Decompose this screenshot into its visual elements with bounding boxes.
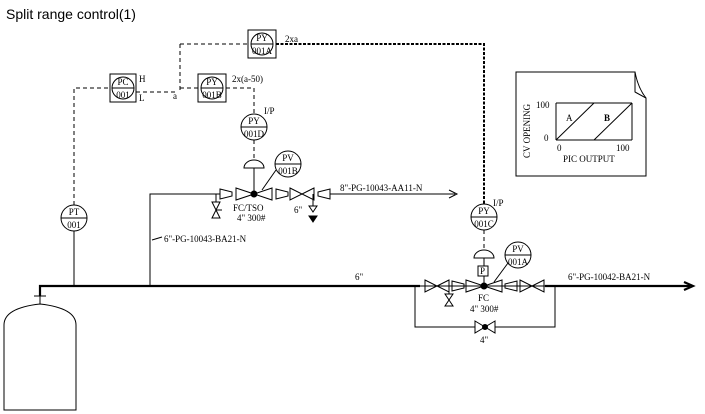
svg-text:001C: 001C [474, 219, 494, 229]
upper-valve-rating-label: 4" 300# [237, 213, 266, 223]
pt-to-pc-signal [73, 87, 110, 205]
signal-a-label: a [173, 91, 177, 101]
upper-downstream-reducer [275, 188, 289, 200]
ip-d-label: I/P [264, 106, 275, 116]
pc-low-label: L [139, 93, 145, 103]
svg-text:PY: PY [478, 206, 490, 216]
svg-text:P: P [480, 266, 485, 276]
svg-text:PT: PT [69, 207, 80, 217]
svg-text:PY: PY [248, 116, 260, 126]
inset-series-a: A [566, 113, 573, 123]
svg-text:PV: PV [282, 153, 294, 163]
branch-line-label: 6"-PG-10043-BA21-N [164, 234, 247, 244]
bypass-size-label: 4" [480, 335, 489, 345]
bypass-valve [474, 320, 496, 334]
inset-y-min: 0 [544, 133, 549, 143]
upper-vent-valve [308, 194, 318, 223]
diagram-title: Split range control(1) [6, 6, 136, 22]
py-001c-converter: PY 001C [470, 203, 498, 231]
main-outlet-line-label: 6"-PG-10042-BA21-N [568, 272, 651, 282]
main-process-line [38, 280, 696, 296]
upper-control-valve [235, 187, 273, 201]
py-001b-relay: PY 001B [197, 73, 227, 103]
upper-block-size-label: 6" [294, 205, 303, 215]
vessel [3, 295, 77, 411]
svg-text:PV: PV [512, 244, 524, 254]
lower-valve-rating-label: 4" 300# [470, 304, 499, 314]
inset-y-label: CV OPENING [522, 103, 532, 158]
pc-001-controller: PC 001 [109, 73, 137, 103]
split-range-inset: A B 100 0 0 100 PIC OUTPUT CV OPENING [515, 71, 647, 177]
upper-block-valve [289, 187, 315, 201]
svg-text:001A: 001A [252, 46, 273, 56]
svg-text:001B: 001B [278, 166, 298, 176]
svg-text:001D: 001D [244, 129, 265, 139]
main-line-size-label: 6" [355, 272, 364, 282]
lower-drain-valve [444, 286, 454, 307]
upper-valve-actuator [243, 159, 265, 194]
inset-series-b: B [604, 113, 610, 123]
inset-x-label: PIC OUTPUT [563, 154, 615, 164]
svg-text:PC: PC [117, 77, 128, 87]
pc-high-label: H [139, 74, 146, 84]
inset-x-min: 0 [557, 143, 562, 153]
signal-py001a-to-py001c [276, 43, 485, 204]
pt-001-instrument: PT 001 [60, 204, 88, 232]
bypass-line-left [414, 286, 475, 328]
branch-leader [151, 236, 163, 241]
signal-py001b-to-py001d [226, 87, 255, 114]
svg-text:001B: 001B [202, 90, 222, 100]
upper-drain-valve [211, 194, 222, 219]
py-001d-converter: PY 001D [240, 113, 268, 141]
pv-001a-valve-tag: PV 001A [493, 241, 532, 283]
svg-text:001: 001 [116, 90, 130, 100]
py-001a-relay: PY 001A [247, 29, 277, 59]
svg-text:PY: PY [256, 33, 268, 43]
py001b-function-label: 2x(a-50) [232, 74, 263, 84]
upper-expander [317, 188, 331, 200]
upper-valve-fail-label: FC/TSO [233, 203, 264, 213]
svg-text:001A: 001A [508, 257, 529, 267]
lower-valve-fail-label: FC [478, 293, 489, 303]
pv-001b-valve-tag: PV 001B [261, 150, 302, 191]
upper-outlet-arrow [448, 189, 459, 199]
upper-outlet-line-label: 8"-PG-10043-AA11-N [340, 183, 423, 193]
inset-x-max: 100 [616, 143, 630, 153]
upper-reducer [219, 188, 233, 200]
inset-y-max: 100 [536, 100, 550, 110]
bypass-line-right [495, 286, 556, 328]
svg-text:001: 001 [67, 220, 81, 230]
upper-branch-line [149, 193, 220, 286]
ip-c-label: I/P [493, 198, 504, 208]
py001a-function-label: 2xa [285, 34, 298, 44]
svg-text:PY: PY [206, 77, 218, 87]
lower-valve-actuator: P [473, 249, 495, 286]
